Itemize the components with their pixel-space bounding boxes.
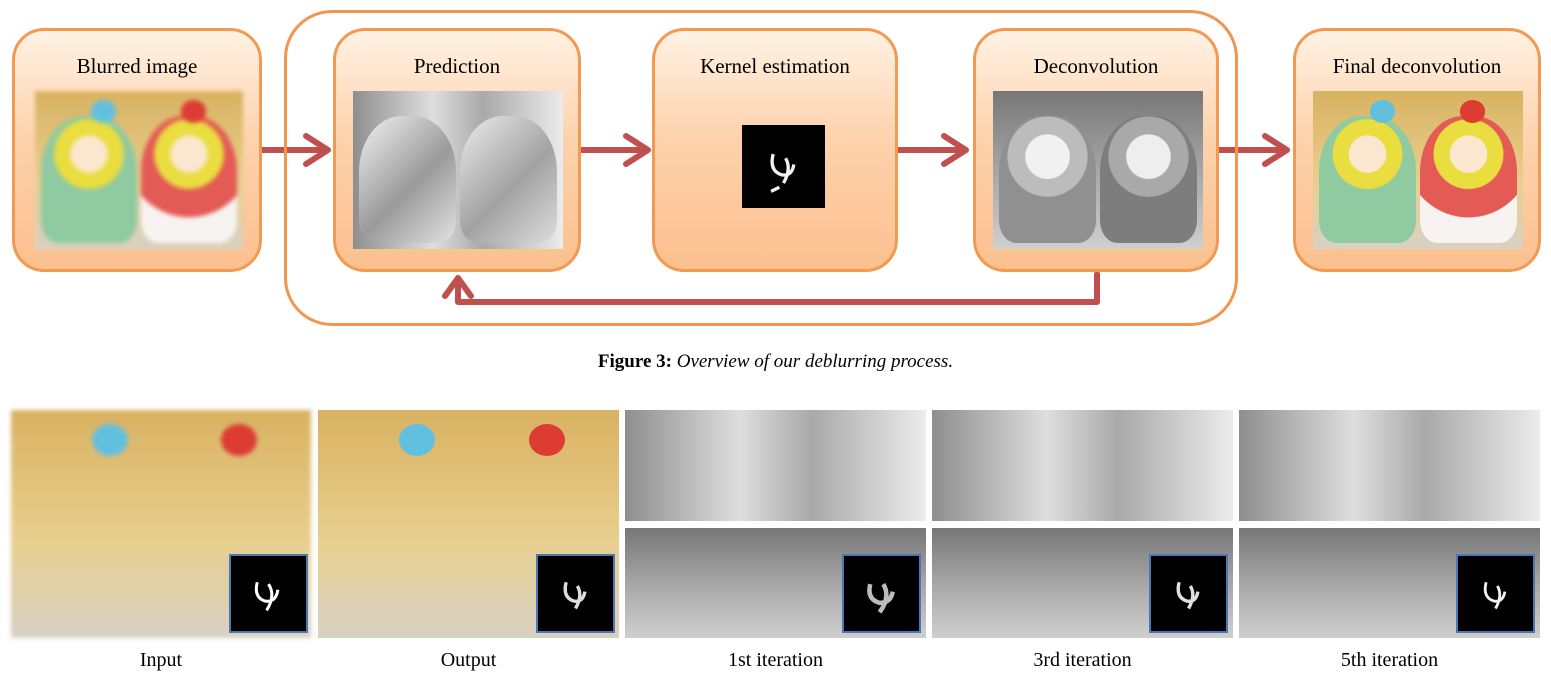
iteration-5-label: 5th iteration [1340,649,1439,671]
final-deconvolution-thumbnail [1313,91,1523,249]
stage-final-deconvolution: Final deconvolution [1293,28,1541,272]
stage-label-prediction: Prediction [413,54,501,78]
input-kernel-inset [229,554,308,633]
iteration-1-label: 1st iteration [728,649,823,671]
kernel-thumbnail [742,125,825,208]
iteration-5-prediction [1239,410,1540,521]
deconvolution-thumbnail [993,91,1203,249]
iteration-3-label: 3rd iteration [1033,649,1132,671]
blurred-image-thumbnail [35,91,243,249]
iteration-3-kernel-inset [1149,554,1228,633]
flow-arrows [259,133,1290,305]
figure-caption-text: Overview of our deblurring process. [676,351,954,372]
figure-caption: Figure 3: Overview of our deblurring pro… [0,350,1551,374]
figure-caption-label: Figure 3: [597,351,672,372]
stage-label-kernel-estimation: Kernel estimation [700,54,850,78]
iteration-loop-frame [284,10,1238,326]
iteration-1-kernel-inset [842,554,921,633]
iteration-5-kernel-inset [1456,554,1535,633]
arrowhead-kernel-to-deconvolution [941,133,969,167]
input-label: Input [139,649,183,671]
stage-blurred-image: Blurred image [12,28,262,272]
arrow-feedback-loop [455,271,1100,305]
stage-label-final-deconvolution: Final deconvolution [1332,54,1502,78]
iteration-1-prediction [625,410,926,521]
arrowhead-feedback-loop [442,275,474,299]
stage-prediction: Prediction [333,28,581,272]
arrowhead-deconvolution-to-final [1262,133,1290,167]
output-label: Output [440,649,497,671]
arrowhead-blurred-to-prediction [303,133,331,167]
stage-deconvolution: Deconvolution [973,28,1219,272]
arrowhead-prediction-to-kernel [623,133,651,167]
prediction-map-thumbnail [353,91,563,249]
stage-kernel-estimation: Kernel estimation [652,28,898,272]
iteration-3-prediction [932,410,1233,521]
stage-label-deconvolution: Deconvolution [1033,54,1159,78]
stage-label-blurred-image: Blurred image [76,54,198,78]
output-kernel-inset [536,554,615,633]
